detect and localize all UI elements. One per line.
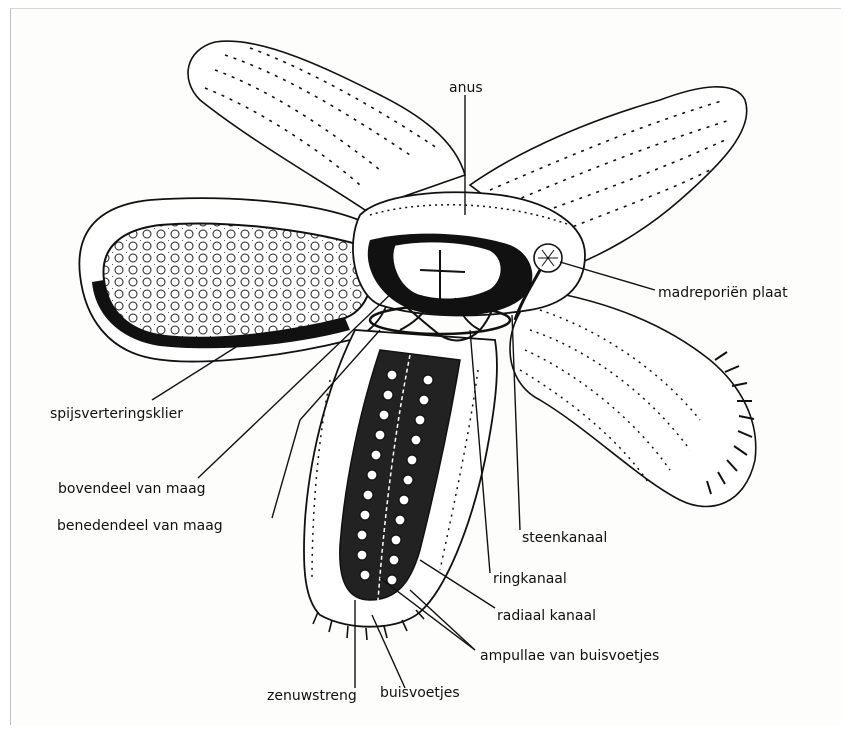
label-benedendeel-van-maag: benedendeel van maag: [57, 518, 223, 534]
label-zenuwstreng: zenuwstreng: [267, 688, 357, 704]
label-ringkanaal: ringkanaal: [493, 571, 567, 587]
arm-upper-left: [188, 41, 465, 210]
label-bovendeel-van-maag: bovendeel van maag: [58, 481, 206, 497]
label-steenkanaal: steenkanaal: [522, 530, 607, 546]
spijsverteringsklier-shape: [103, 224, 371, 338]
label-spijsverteringsklier: spijsverteringsklier: [50, 406, 183, 422]
label-ampullae-van-buisvoetjes: ampullae van buisvoetjes: [480, 648, 659, 664]
label-madreporien-plaat: madreporiën plaat: [658, 285, 788, 301]
label-buisvoetjes: buisvoetjes: [380, 685, 460, 701]
label-anus: anus: [449, 80, 483, 96]
label-radiaal-kanaal: radiaal kanaal: [497, 608, 596, 624]
